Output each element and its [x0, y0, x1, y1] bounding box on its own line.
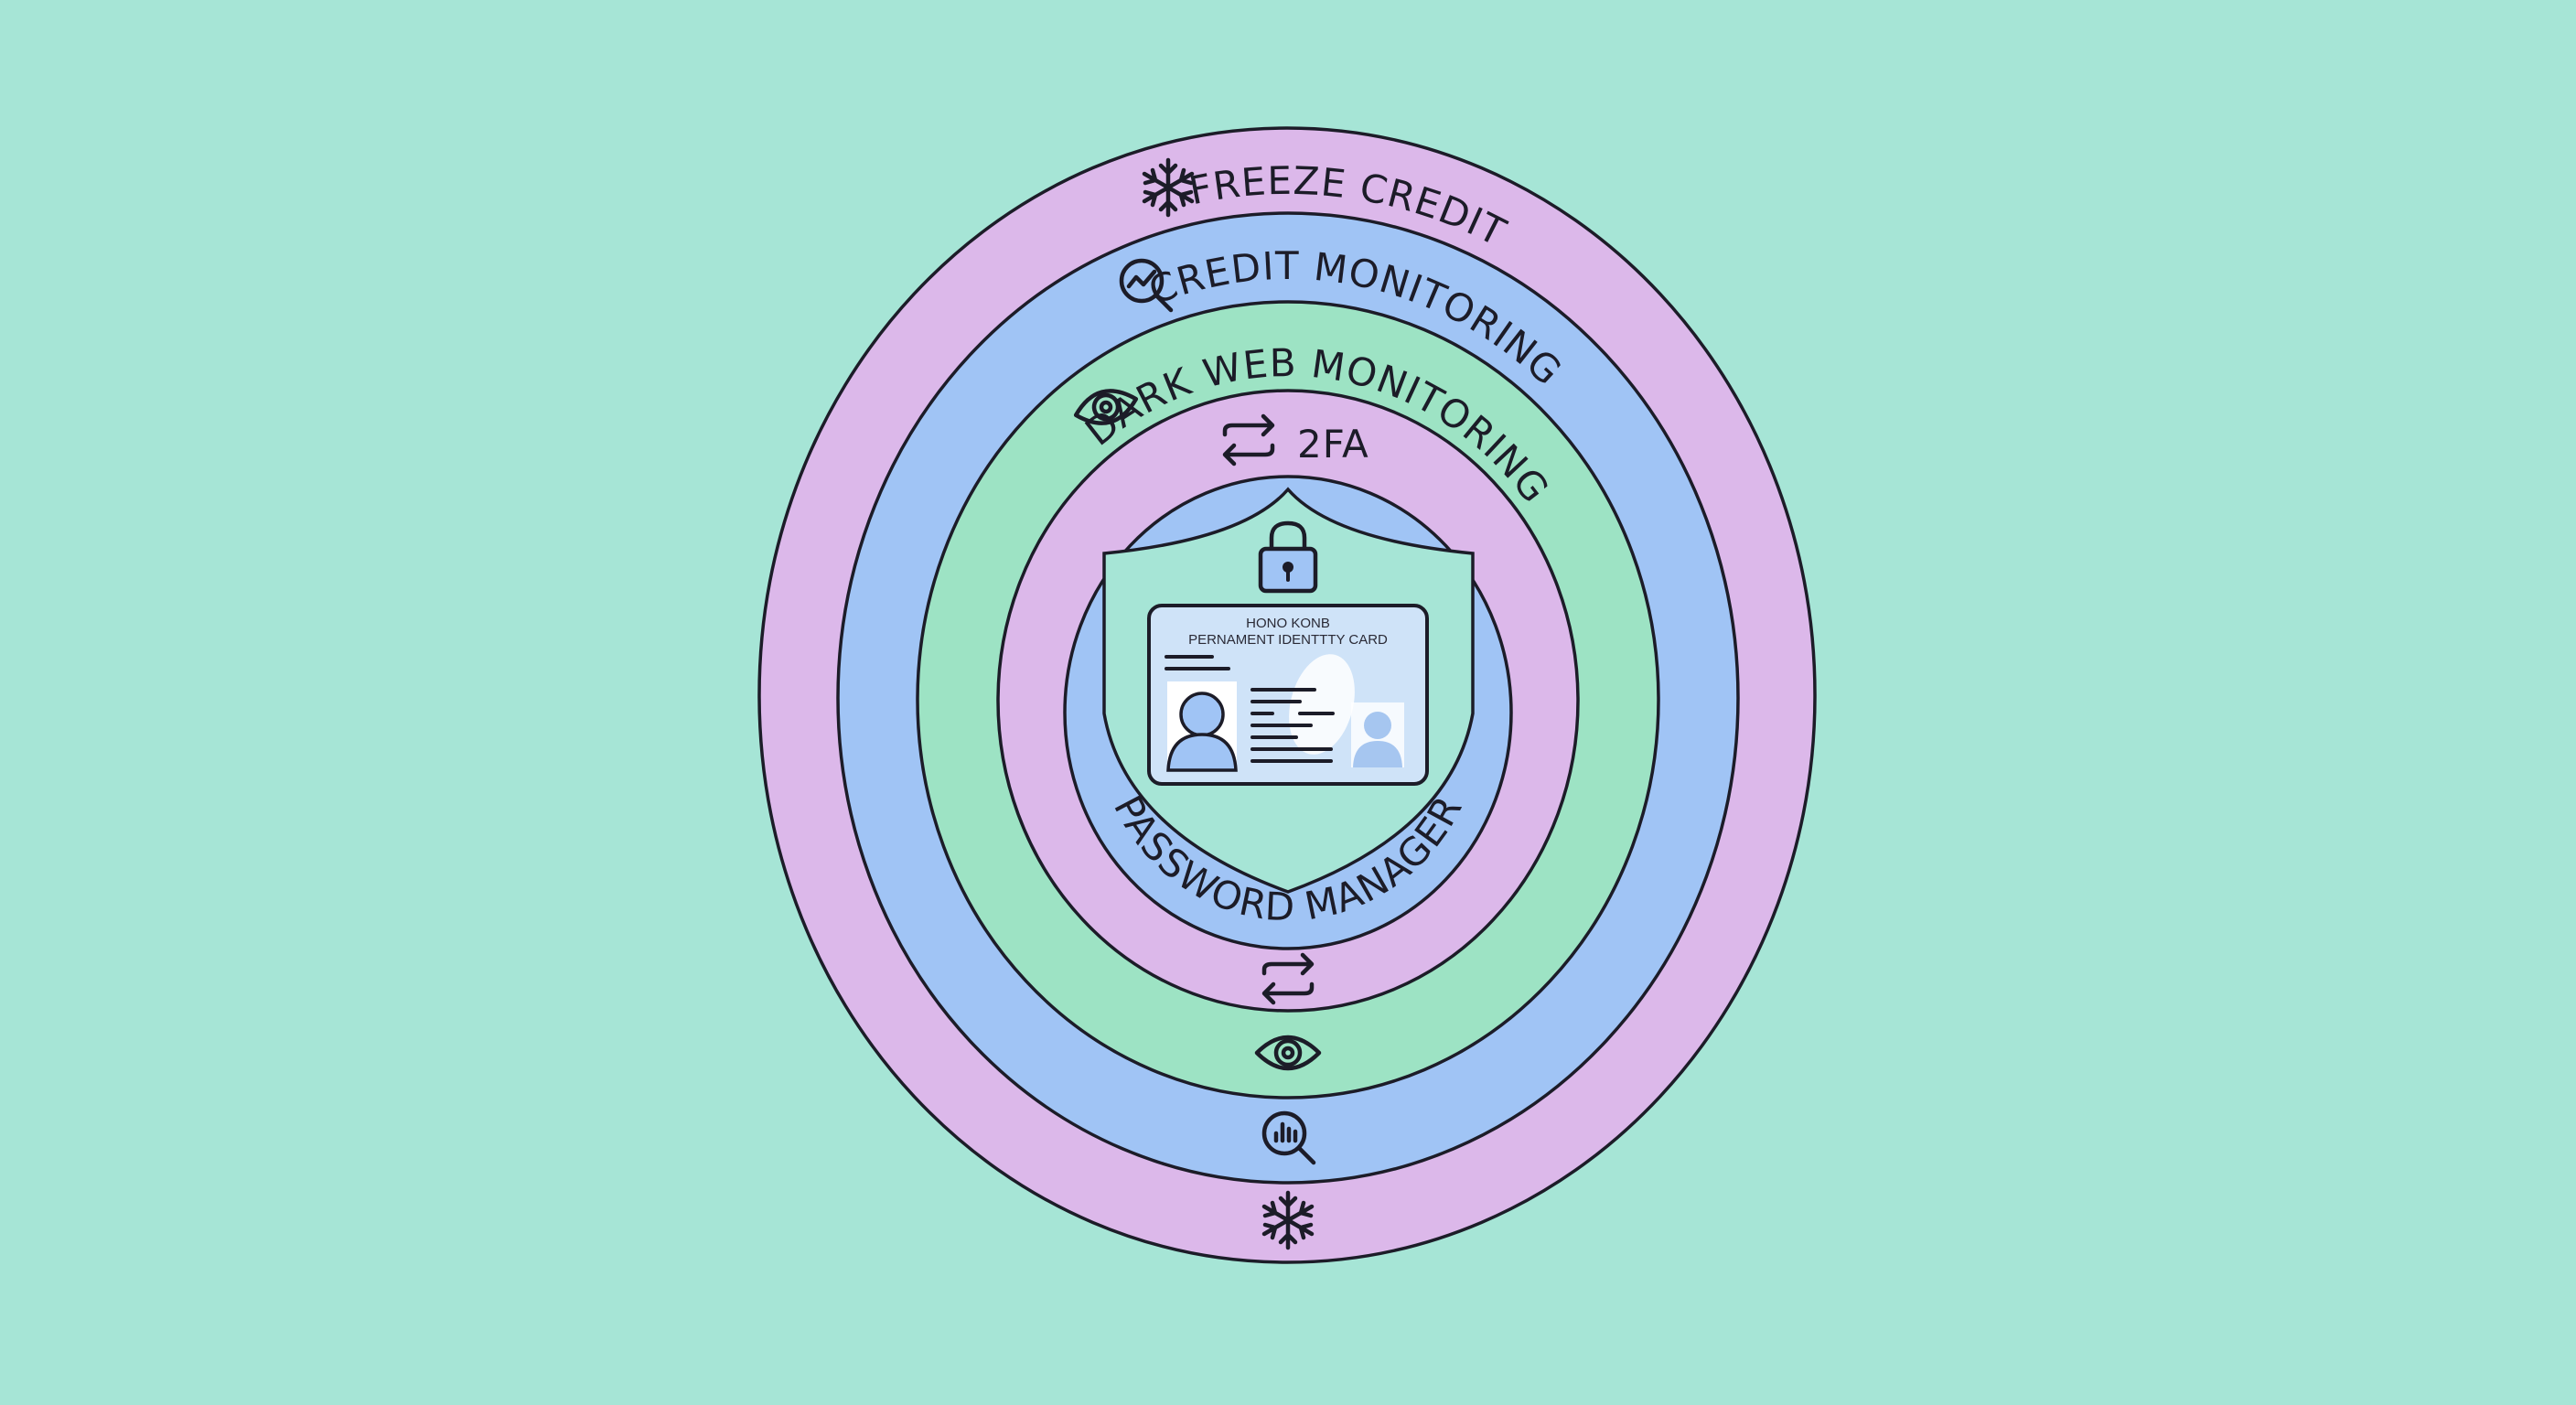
id-card: HONO KONB PERNAMENT IDENTTTY CARD — [1147, 604, 1429, 786]
person-icon — [1166, 692, 1238, 772]
label-2fa: 2FA — [1297, 422, 1369, 467]
magnifier-chart-icon — [1119, 258, 1174, 313]
card-line-2: PERNAMENT IDENTTTY CARD — [1188, 632, 1388, 648]
card-line-1: HONO KONB — [1246, 616, 1330, 631]
person-ghost-icon — [1353, 712, 1402, 767]
padlock-icon — [1258, 520, 1318, 594]
magnifier-bar-chart-icon — [1261, 1110, 1316, 1165]
